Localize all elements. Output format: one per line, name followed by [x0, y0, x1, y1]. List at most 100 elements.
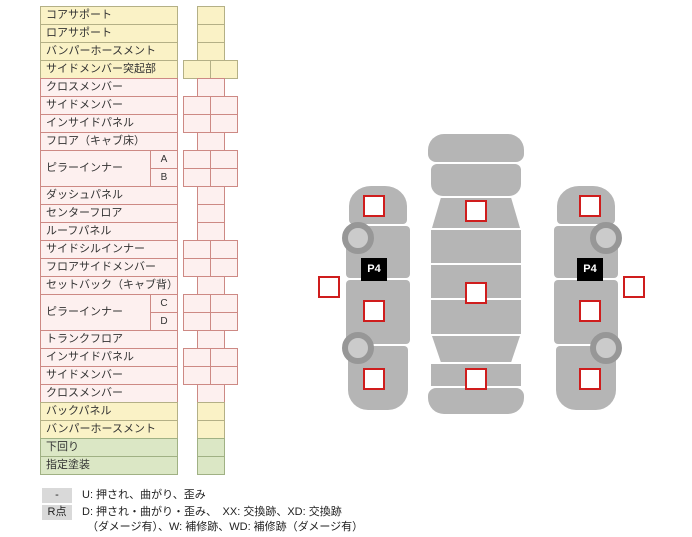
part-label: インサイドパネル — [40, 348, 178, 367]
part-row: サイドメンバー — [40, 366, 254, 385]
status-cells — [178, 276, 254, 295]
status-cell[interactable] — [183, 258, 211, 277]
status-cell[interactable] — [210, 348, 238, 367]
damage-marker-right-door[interactable] — [579, 300, 601, 322]
part-label: コアサポート — [40, 6, 178, 25]
status-cell[interactable] — [183, 60, 211, 79]
rear-window — [432, 336, 520, 362]
status-cell[interactable] — [210, 258, 238, 277]
damage-marker-left-outer[interactable] — [318, 276, 340, 298]
damage-marker-right-fender[interactable] — [579, 195, 601, 217]
part-label: フロアサイドメンバー — [40, 258, 178, 277]
status-cell[interactable] — [197, 276, 225, 295]
status-cell[interactable] — [197, 6, 225, 25]
part-label: ピラーインナー — [40, 294, 151, 331]
part-row: バンパーホースメント — [40, 42, 254, 61]
damage-marker-right-quarter[interactable] — [579, 368, 601, 390]
status-cells — [178, 366, 254, 385]
part-label: バンパーホースメント — [40, 420, 178, 439]
part-row: クロスメンバー — [40, 384, 254, 403]
part-row: サイドシルインナー — [40, 240, 254, 259]
status-cell[interactable] — [183, 240, 211, 259]
status-cell[interactable] — [210, 60, 238, 79]
damage-code-badge-right[interactable]: P4 — [577, 258, 603, 281]
status-cell[interactable] — [183, 294, 211, 313]
status-cells — [178, 132, 254, 151]
status-cell[interactable] — [197, 438, 225, 457]
status-cells — [178, 384, 254, 403]
status-cells — [178, 330, 254, 349]
status-cell[interactable] — [197, 24, 225, 43]
status-cell[interactable] — [183, 114, 211, 133]
damage-marker-right-outer[interactable] — [623, 276, 645, 298]
damage-marker-left-door[interactable] — [363, 300, 385, 322]
part-row: 下回り — [40, 438, 254, 457]
hood — [431, 164, 521, 196]
part-label: 下回り — [40, 438, 178, 457]
parts-table: コアサポートロアサポートバンパーホースメントサイドメンバー突起部クロスメンバーサ… — [40, 6, 254, 475]
status-cell[interactable] — [183, 96, 211, 115]
part-row: ルーフパネル — [40, 222, 254, 241]
part-row: トランクフロア — [40, 330, 254, 349]
status-cell[interactable] — [197, 78, 225, 97]
status-cell[interactable] — [197, 330, 225, 349]
status-cells — [178, 348, 254, 367]
status-cell[interactable] — [183, 150, 211, 169]
status-cell[interactable] — [210, 150, 238, 169]
legend-row-rpoint: R点 D: 押され・曲がり・歪み、 XX: 交換跡、XD: 交換跡 （ダメージ有… — [42, 505, 363, 535]
part-subrow: A — [150, 150, 254, 169]
status-cell[interactable] — [197, 222, 225, 241]
status-cells — [178, 420, 254, 439]
status-cell[interactable] — [210, 96, 238, 115]
damage-marker-top-roof[interactable] — [465, 282, 487, 304]
status-cell[interactable] — [183, 312, 211, 331]
part-label: ルーフパネル — [40, 222, 178, 241]
status-cell[interactable] — [183, 348, 211, 367]
status-cell[interactable] — [210, 114, 238, 133]
status-cell[interactable] — [197, 186, 225, 205]
status-cell[interactable] — [183, 366, 211, 385]
damage-marker-top-windshield[interactable] — [465, 200, 487, 222]
part-row: コアサポート — [40, 6, 254, 25]
status-cell[interactable] — [183, 168, 211, 187]
damage-code-badge-left[interactable]: P4 — [361, 258, 387, 281]
status-cells — [178, 42, 254, 61]
status-cell[interactable] — [197, 456, 225, 475]
status-cell[interactable] — [197, 420, 225, 439]
damage-marker-left-quarter[interactable] — [363, 368, 385, 390]
right-rear-wheel — [590, 332, 622, 364]
right-front-wheel — [590, 222, 622, 254]
status-cell[interactable] — [197, 402, 225, 421]
part-label: バンパーホースメント — [40, 42, 178, 61]
status-cells — [178, 204, 254, 223]
part-label: インサイドパネル — [40, 114, 178, 133]
roof-rear — [431, 300, 521, 334]
status-cell[interactable] — [197, 132, 225, 151]
status-cells — [178, 168, 254, 187]
status-cell[interactable] — [197, 384, 225, 403]
status-cell[interactable] — [210, 294, 238, 313]
damage-marker-left-fender[interactable] — [363, 195, 385, 217]
legend-key-rpoint: R点 — [42, 505, 72, 520]
status-cells — [178, 186, 254, 205]
status-cell[interactable] — [210, 240, 238, 259]
status-cells — [178, 240, 254, 259]
part-label: ダッシュパネル — [40, 186, 178, 205]
status-cell[interactable] — [210, 312, 238, 331]
part-label: 指定塗装 — [40, 456, 178, 475]
part-label: バックパネル — [40, 402, 178, 421]
part-row: フロアサイドメンバー — [40, 258, 254, 277]
status-cell[interactable] — [210, 168, 238, 187]
status-cells — [178, 438, 254, 457]
status-cells — [178, 6, 254, 25]
status-cells — [178, 96, 254, 115]
damage-marker-top-trunk[interactable] — [465, 368, 487, 390]
status-cells — [178, 294, 254, 313]
status-cell[interactable] — [210, 366, 238, 385]
status-cell[interactable] — [197, 42, 225, 61]
status-cell[interactable] — [197, 204, 225, 223]
part-label: サイドメンバー — [40, 366, 178, 385]
car-diagram: P4 P4 — [310, 128, 686, 424]
